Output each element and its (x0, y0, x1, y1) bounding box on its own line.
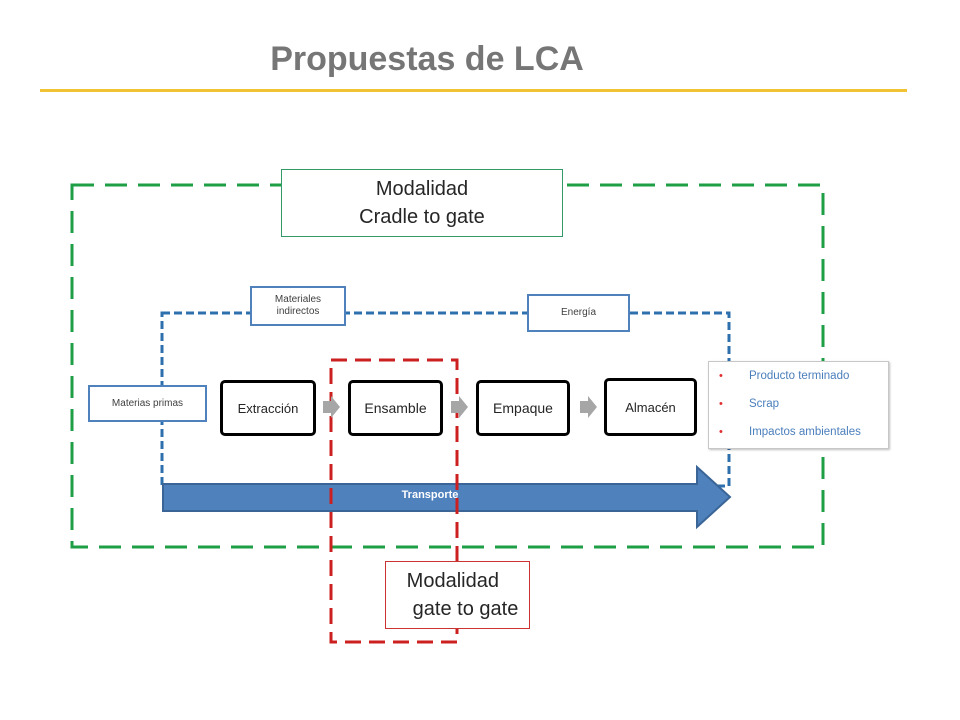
transport-arrow (162, 464, 732, 530)
materias-primas-box: Materias primas (88, 385, 207, 422)
modalidad-gate-line1: Modalidad (406, 570, 499, 592)
bullet-icon: • (719, 398, 723, 410)
modalidad-cradle-line2: Cradle to gate (359, 206, 485, 228)
gate-to-gate-boundary (329, 358, 459, 644)
transport-label: Transporte (401, 489, 459, 501)
materias-primas-label: Materias primas (111, 397, 184, 409)
materiales-indirectos-label: Materiales indirectos (274, 294, 322, 317)
process-step-label: Ensamble (364, 400, 427, 416)
modalidad-gate-to-gate-label: Modalidad gate to gate (385, 561, 530, 629)
output-item: •Impactos ambientales (719, 426, 861, 438)
energia-box: Energía (527, 294, 630, 332)
modalidad-cradle-line1: Modalidad (375, 178, 469, 200)
process-step-ensamble: Ensamble (348, 380, 443, 436)
chevron-arrow-icon (451, 396, 468, 418)
modalidad-cradle-to-gate-label: Modalidad Cradle to gate (281, 169, 563, 237)
process-step-almacen: Almacén (604, 378, 697, 436)
bullet-icon: • (719, 426, 723, 438)
outputs-box: •Producto terminado •Scrap •Impactos amb… (708, 361, 889, 449)
modalidad-gate-line2: gate to gate (412, 598, 519, 620)
process-step-extraccion: Extracción (220, 380, 316, 436)
process-step-empaque: Empaque (476, 380, 570, 436)
energia-label: Energía (560, 307, 597, 318)
process-step-label: Extracción (237, 400, 299, 416)
chevron-arrow-icon (580, 396, 597, 418)
output-item: •Producto terminado (719, 370, 850, 382)
title-underline (40, 89, 907, 92)
process-step-label: Empaque (493, 400, 553, 416)
slide-title: Propuestas de LCA (270, 40, 584, 78)
bullet-icon: • (719, 370, 723, 382)
output-item: •Scrap (719, 398, 780, 410)
chevron-arrow-icon (323, 396, 340, 418)
process-step-label: Almacén (625, 399, 676, 415)
materiales-indirectos-box: Materiales indirectos (250, 286, 346, 326)
outputs-list: •Producto terminado •Scrap •Impactos amb… (709, 362, 888, 452)
